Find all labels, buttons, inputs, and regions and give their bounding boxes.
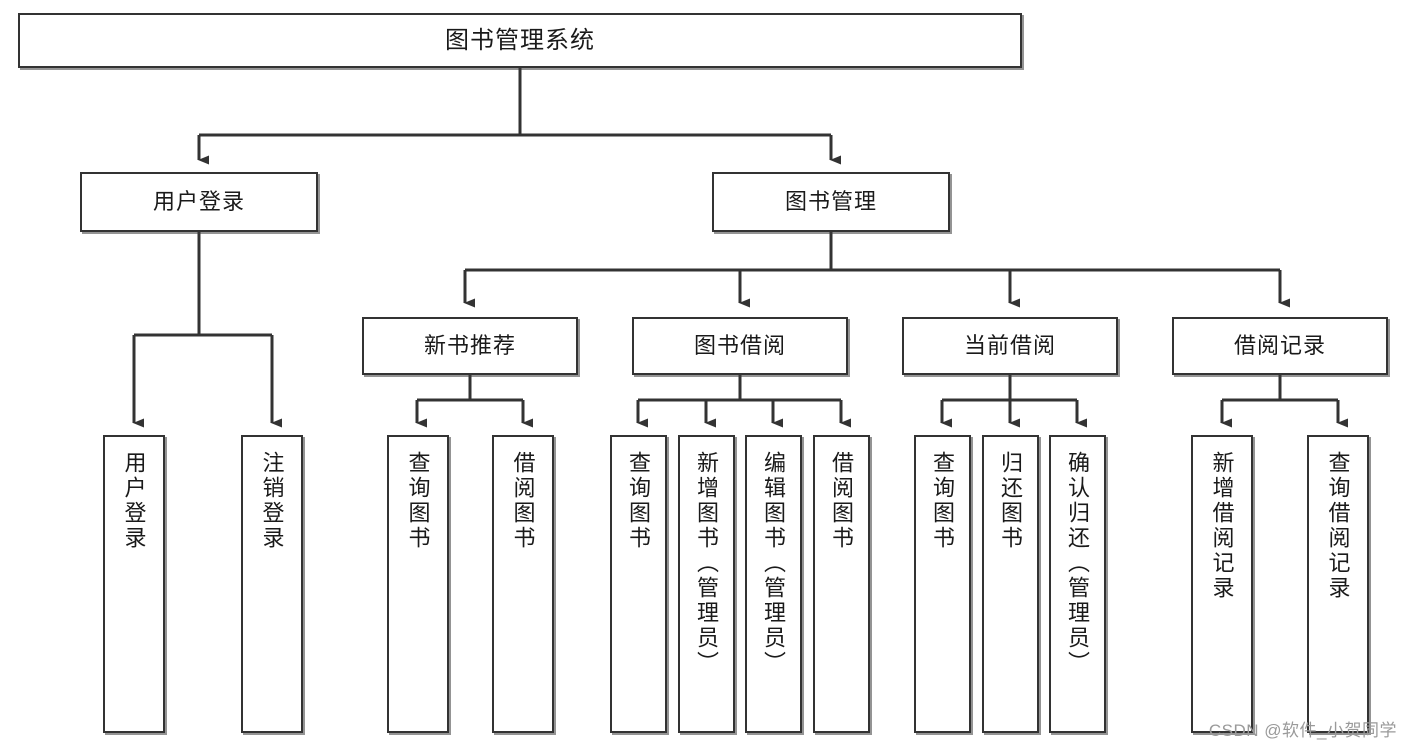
node-book-management[interactable]: 图书管理 [712,172,950,232]
leaf-query-borrow-record[interactable]: 查询借阅记录 [1307,435,1369,733]
leaf-user-login[interactable]: 用户登录 [103,435,165,733]
node-label: 图书管理 [784,189,877,215]
leaf-add-book-admin[interactable]: 新增图书（管理员） [678,435,735,733]
node-book-borrow[interactable]: 图书借阅 [632,317,848,375]
leaf-edit-book-admin[interactable]: 编辑图书（管理员） [745,435,802,733]
leaf-query-book-borrow[interactable]: 查询图书 [610,435,667,733]
node-label: 查询图书 [626,451,652,551]
leaf-logout[interactable]: 注销登录 [241,435,303,733]
leaf-add-borrow-record[interactable]: 新增借阅记录 [1191,435,1253,733]
node-label: 借阅记录 [1233,333,1326,359]
leaf-borrow-book-recommend[interactable]: 借阅图书 [492,435,554,733]
leaf-borrow-book[interactable]: 借阅图书 [813,435,870,733]
leaf-return-book[interactable]: 归还图书 [982,435,1039,733]
node-label: 借阅图书 [829,451,855,551]
node-label: 用户登录 [121,451,147,551]
node-label: 图书管理系统 [445,26,595,54]
leaf-confirm-return-admin[interactable]: 确认归还（管理员） [1049,435,1106,733]
node-label: 借阅图书 [510,451,536,551]
node-new-book-recommend[interactable]: 新书推荐 [362,317,578,375]
node-label: 图书借阅 [693,333,786,359]
node-label: 当前借阅 [963,333,1056,359]
leaf-query-book-recommend[interactable]: 查询图书 [387,435,449,733]
node-root-system[interactable]: 图书管理系统 [18,13,1022,68]
node-label: 新书推荐 [423,333,516,359]
node-label: 确认归还（管理员） [1065,451,1091,676]
node-label: 新增图书（管理员） [694,451,720,676]
node-label: 查询图书 [405,451,431,551]
node-label: 查询借阅记录 [1325,451,1351,601]
node-borrow-record[interactable]: 借阅记录 [1172,317,1388,375]
node-label: 用户登录 [152,189,245,215]
node-label: 编辑图书（管理员） [761,451,787,676]
node-label: 归还图书 [998,451,1024,551]
watermark-text: CSDN @软件_小贺同学 [1208,721,1397,740]
node-label: 注销登录 [259,451,285,551]
leaf-query-book-current[interactable]: 查询图书 [914,435,971,733]
node-label: 查询图书 [930,451,956,551]
node-user-login[interactable]: 用户登录 [80,172,318,232]
node-label: 新增借阅记录 [1209,451,1235,601]
node-current-borrow[interactable]: 当前借阅 [902,317,1118,375]
